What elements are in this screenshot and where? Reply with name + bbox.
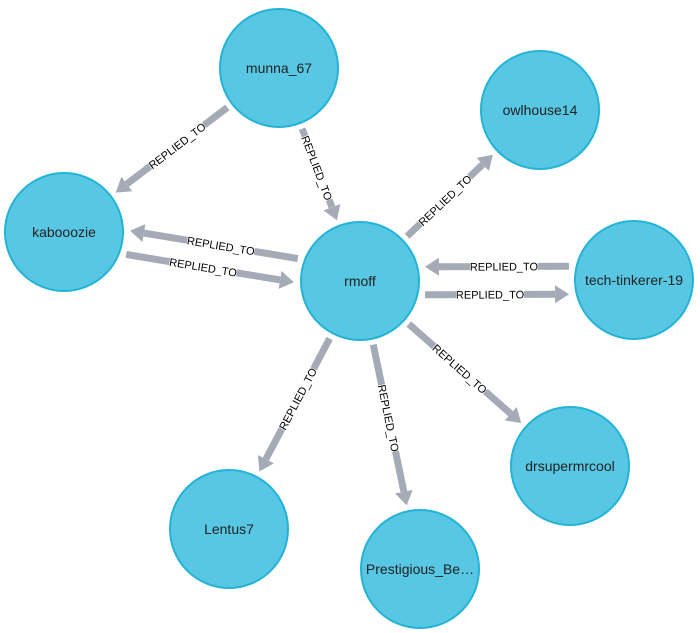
edge-label: REPLIED_TO: [456, 289, 525, 301]
edge-label-background: [274, 365, 321, 433]
node-rmoff[interactable]: rmoff: [300, 221, 420, 341]
node-circle: [300, 221, 420, 341]
arrow-head-icon: [130, 224, 146, 242]
node-circle: [219, 8, 339, 128]
edge-label-background: [414, 171, 476, 230]
node-circle: [169, 469, 289, 589]
edge-e10[interactable]: REPLIED_TO: [369, 343, 413, 506]
arrow-head-icon: [424, 257, 439, 276]
edge-e9[interactable]: REPLIED_TO: [257, 336, 333, 472]
edge-label-group: REPLIED_TO: [373, 383, 404, 454]
edge-e7[interactable]: REPLIED_TO: [424, 257, 569, 276]
arrow-head-icon: [395, 489, 413, 506]
arrow-head-icon: [115, 176, 133, 193]
arrow-head-icon: [476, 154, 493, 171]
node-label: owlhouse14: [503, 102, 578, 118]
node-circle: [360, 509, 480, 629]
node-lentus[interactable]: Lentus7: [169, 469, 289, 589]
edge-label-group: REPLIED_TO: [428, 340, 491, 398]
edge-label-background: [186, 232, 256, 260]
edge-label-group: REPLIED_TO: [297, 133, 337, 203]
edge-label-group: REPLIED_TO: [414, 171, 476, 230]
arrow-head-icon: [555, 285, 570, 304]
edge-label-group: REPLIED_TO: [274, 365, 321, 433]
edge-label-background: [469, 258, 538, 275]
node-munna[interactable]: munna_67: [219, 8, 339, 128]
edge-label-background: [297, 133, 337, 203]
edge-label: REPLIED_TO: [417, 173, 475, 229]
edge-label-background: [456, 286, 525, 303]
node-circle: [510, 406, 630, 526]
node-label: Prestigious_Be…: [366, 561, 474, 577]
edge-e3[interactable]: REPLIED_TO: [125, 251, 294, 289]
edge-label-background: [428, 340, 491, 398]
arrow-head-icon: [278, 271, 294, 289]
node-owl[interactable]: owlhouse14: [480, 50, 600, 170]
edge-label-group: REPLIED_TO: [186, 232, 256, 260]
arrow-head-icon: [323, 203, 341, 221]
node-label: tech-tinkerer-19: [585, 272, 683, 288]
node-circle: [480, 50, 600, 170]
edge-label: REPLIED_TO: [470, 261, 539, 273]
node-circle: [4, 172, 124, 292]
node-label: rmoff: [344, 273, 376, 289]
node-label: munna_67: [246, 60, 312, 76]
node-circle: [574, 220, 694, 340]
node-prest[interactable]: Prestigious_Be…: [360, 509, 480, 629]
arrow-head-icon: [504, 407, 522, 424]
node-label: Lentus7: [204, 521, 254, 537]
edge-e4[interactable]: REPLIED_TO: [130, 224, 299, 262]
nodes-layer: munna_67 owlhouse14 kabooozie rmoff tech-tin…: [4, 8, 694, 629]
edge-label-group: REPLIED_TO: [469, 258, 539, 275]
node-label: drsupermrcool: [525, 458, 614, 474]
edge-e5[interactable]: REPLIED_TO: [404, 154, 493, 239]
edge-label-background: [168, 253, 238, 281]
edge-e1[interactable]: REPLIED_TO: [115, 104, 230, 193]
node-drs[interactable]: drsupermrcool: [510, 406, 630, 526]
arrow-head-icon: [257, 454, 274, 472]
edge-label: REPLIED_TO: [430, 343, 489, 397]
edge-e8[interactable]: REPLIED_TO: [406, 321, 522, 424]
node-label: kabooozie: [32, 224, 96, 240]
edge-label-background: [373, 383, 404, 454]
node-kab[interactable]: kabooozie: [4, 172, 124, 292]
node-tech[interactable]: tech-tinkerer-19: [574, 220, 694, 340]
edge-e2[interactable]: REPLIED_TO: [297, 127, 341, 221]
edge-label-background: [145, 118, 209, 173]
edge-label: REPLIED_TO: [277, 366, 320, 432]
edge-label-group: REPLIED_TO: [456, 286, 525, 303]
edge-e6[interactable]: REPLIED_TO: [425, 285, 570, 304]
edge-label: REPLIED_TO: [147, 121, 209, 172]
edge-label-group: REPLIED_TO: [168, 253, 238, 281]
edge-label-group: REPLIED_TO: [145, 118, 209, 173]
